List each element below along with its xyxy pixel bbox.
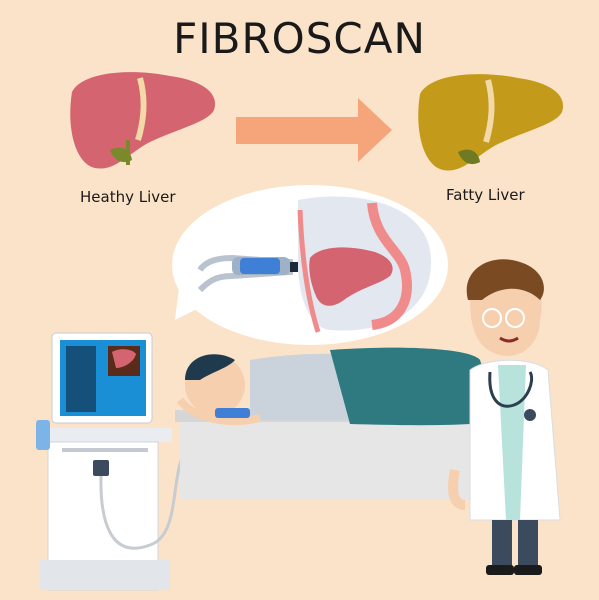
doctor: [448, 259, 561, 575]
fibroscan-machine: [36, 332, 187, 591]
page-title: FIBROSCAN: [173, 14, 426, 63]
scan-detail-bubble: [172, 185, 448, 345]
patient: [176, 347, 500, 426]
fatty-liver-icon: [418, 74, 564, 171]
arrow-right-icon: [236, 98, 392, 162]
fatty-liver-label: Fatty Liver: [446, 186, 525, 204]
healthy-liver-icon: [70, 72, 216, 169]
healthy-liver-label: Heathy Liver: [80, 188, 176, 206]
